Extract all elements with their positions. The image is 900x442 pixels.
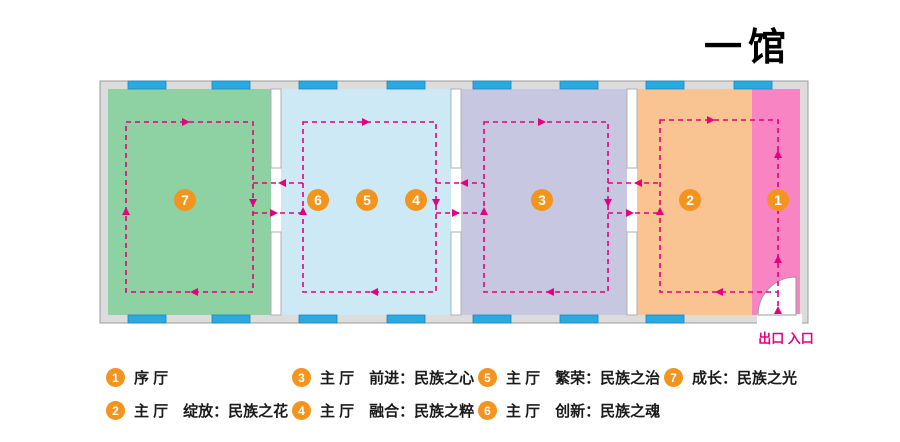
marker-4-label: 4	[412, 192, 420, 208]
legend-item-4: 4 主 厅 融合：民族之粹	[292, 400, 478, 421]
marker-5: 5	[356, 189, 378, 211]
door-opening	[757, 314, 802, 324]
legend: 1 序 厅 2 主 厅 绽放：民族之花 3 主 厅 前进：民族之心 4 主 厅 …	[106, 361, 797, 427]
marker-7: 7	[174, 189, 196, 211]
exit-entrance-label: 出口 入口	[758, 331, 814, 346]
marker-1: 1	[767, 189, 789, 211]
legend-badge-6: 6	[478, 401, 497, 420]
legend-label-5: 主 厅 繁荣：民族之治	[506, 370, 661, 387]
legend-item-5: 5 主 厅 繁荣：民族之治	[478, 367, 664, 388]
legend-label-3: 主 厅 前进：民族之心	[320, 370, 475, 387]
legend-badge-5: 5	[478, 368, 497, 387]
legend-item-1: 1 序 厅	[106, 367, 292, 388]
legend-badge-3: 3	[292, 368, 311, 387]
marker-7-label: 7	[181, 192, 189, 208]
legend-item-6: 6 主 厅 创新：民族之魂	[478, 400, 664, 421]
page-title: 一馆	[704, 27, 793, 69]
marker-6-label: 6	[314, 192, 322, 208]
marker-1-label: 1	[774, 192, 782, 208]
legend-label-7: 成长：民族之光	[692, 370, 798, 387]
marker-3-label: 3	[538, 192, 546, 208]
legend-label-6: 主 厅 创新：民族之魂	[506, 403, 661, 420]
legend-item-3: 3 主 厅 前进：民族之心	[292, 367, 478, 388]
marker-5-label: 5	[363, 192, 371, 208]
legend-label-2: 主 厅 绽放：民族之花	[134, 403, 289, 420]
marker-2: 2	[679, 189, 701, 211]
window-segments-bottom	[127, 314, 685, 324]
legend-label-1: 序 厅	[134, 370, 169, 387]
legend-label-4: 主 厅 融合：民族之粹	[320, 403, 475, 420]
legend-badge-4: 4	[292, 401, 311, 420]
internal-walls	[270, 88, 638, 316]
legend-badge-1: 1	[106, 368, 125, 387]
legend-item-7: 7 成长：民族之光	[664, 367, 797, 388]
marker-4: 4	[405, 189, 427, 211]
marker-2-label: 2	[686, 192, 694, 208]
entrance-door-icon	[757, 276, 797, 316]
window-segments-top	[127, 80, 773, 90]
legend-badge-2: 2	[106, 401, 125, 420]
legend-item-2: 2 主 厅 绽放：民族之花	[106, 400, 292, 421]
marker-3: 3	[531, 189, 553, 211]
marker-6: 6	[307, 189, 329, 211]
legend-badge-7: 7	[664, 368, 683, 387]
